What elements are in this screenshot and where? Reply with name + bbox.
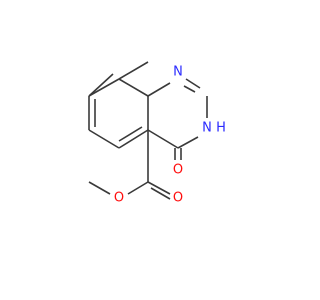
bond-c6-c5-inner <box>118 126 143 142</box>
atom-o-carbonyl: O <box>173 163 183 178</box>
bond-cester-o-double-inner <box>150 187 171 200</box>
bond-c7-c6 <box>88 129 120 149</box>
bond-n1-c2-inner <box>183 85 196 93</box>
bond-c8a-c8-top <box>88 78 120 97</box>
quinazolinone-structure: N N H O O O <box>88 61 226 206</box>
bond-n1-c2 <box>185 78 201 89</box>
atom-n1: N <box>173 65 183 80</box>
atom-o-ester-carbonyl: O <box>173 191 183 206</box>
bond-cester-o <box>127 181 149 195</box>
bond-c4a-c8a-right <box>147 82 171 97</box>
atom-n3: N <box>202 121 212 136</box>
bond-c6-c5 <box>118 129 149 149</box>
atom-o-ester: O <box>114 191 124 206</box>
bond-c8a-c8 <box>88 73 114 97</box>
bond-n3-c4 <box>177 136 199 149</box>
bond-o-methyl <box>88 181 111 195</box>
atom-h3: H <box>216 121 226 136</box>
bond-c4-c4a <box>147 129 179 149</box>
bond-cester-o-double <box>147 181 171 195</box>
bond-c8a-n1 <box>118 61 149 80</box>
bond-c4a-c8a <box>118 78 149 97</box>
